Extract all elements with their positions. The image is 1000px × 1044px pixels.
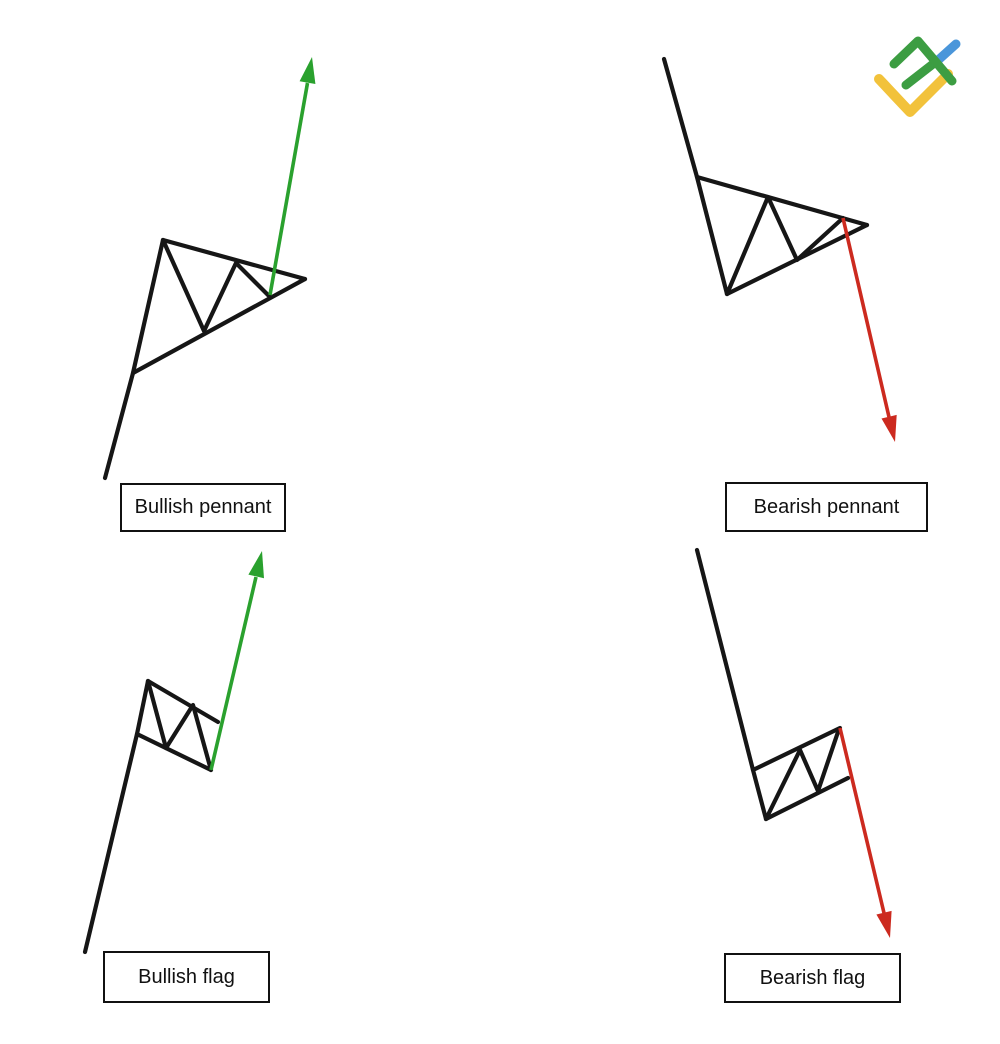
breakout-arrow-head [876,910,892,938]
pattern-label-bullish-pennant: Bullish pennant [120,483,286,532]
breakout-arrow-line [268,82,310,296]
flag-upper-edge [750,725,843,773]
bearish-flag-figure [694,547,892,938]
flagpole-line [82,678,151,955]
price-zigzag [145,678,214,773]
pattern-label-bearish-pennant: Bearish pennant [725,482,928,532]
pattern-label-bullish-flag: Bullish flag [103,951,270,1003]
logo-blue-accent [931,39,961,67]
breakout-arrow-head [248,551,264,579]
breakout-arrow-line [209,576,258,771]
price-zigzag [763,726,842,822]
pattern-label-text: Bearish flag [759,966,866,989]
pattern-label-text: Bullish pennant [134,496,272,518]
flag-upper-edge [145,678,221,725]
bullish-flag-figure [82,551,264,955]
flag-lower-edge [134,731,214,773]
price-zigzag [160,237,272,334]
breakout-arrow-head [299,57,316,84]
pattern-label-text: Bullish flag [138,965,235,988]
pennant-upper-edge [160,237,308,282]
bullish-pennant-figure [102,57,316,481]
logo-green-arm [901,59,938,90]
pennant-upper-edge [694,174,870,228]
flagpole-line [694,547,769,822]
logo-green-peak [889,36,957,86]
breakout-arrow-head [881,414,897,442]
breakout-arrow-line [841,217,891,418]
price-zigzag [724,194,846,297]
pattern-label-bearish-flag: Bearish flag [724,953,901,1003]
brand-logo-icon [874,36,961,117]
bearish-pennant-figure [661,56,897,442]
flag-lower-edge [763,775,851,822]
logo-yellow-check [874,69,953,117]
pennant-lower-edge [130,276,308,376]
pattern-label-text: Bearish pennant [753,495,900,518]
breakout-arrow-line [838,727,886,914]
